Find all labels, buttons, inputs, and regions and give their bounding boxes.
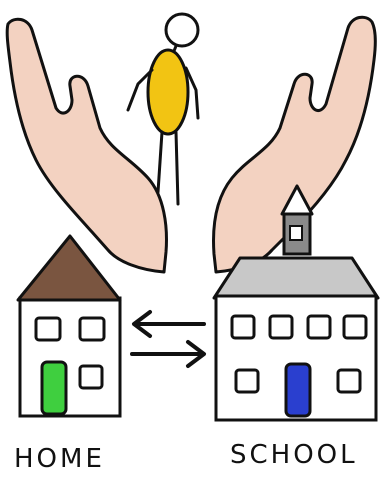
school-window — [344, 316, 366, 338]
school-window — [232, 316, 254, 338]
home-window — [36, 318, 60, 340]
arrow-right-icon — [132, 342, 204, 366]
home-label: HOME — [14, 446, 105, 472]
home-window — [80, 318, 104, 340]
school-window — [338, 370, 360, 392]
school-window — [236, 370, 258, 392]
school-label: SCHOOL — [230, 442, 358, 468]
home-house — [18, 236, 120, 416]
school-door — [286, 364, 310, 416]
home-door — [42, 362, 66, 414]
home-window — [80, 366, 102, 388]
arrow-left-icon — [134, 312, 204, 336]
school-window — [308, 316, 330, 338]
left-hand — [7, 19, 166, 272]
school-window — [270, 316, 292, 338]
